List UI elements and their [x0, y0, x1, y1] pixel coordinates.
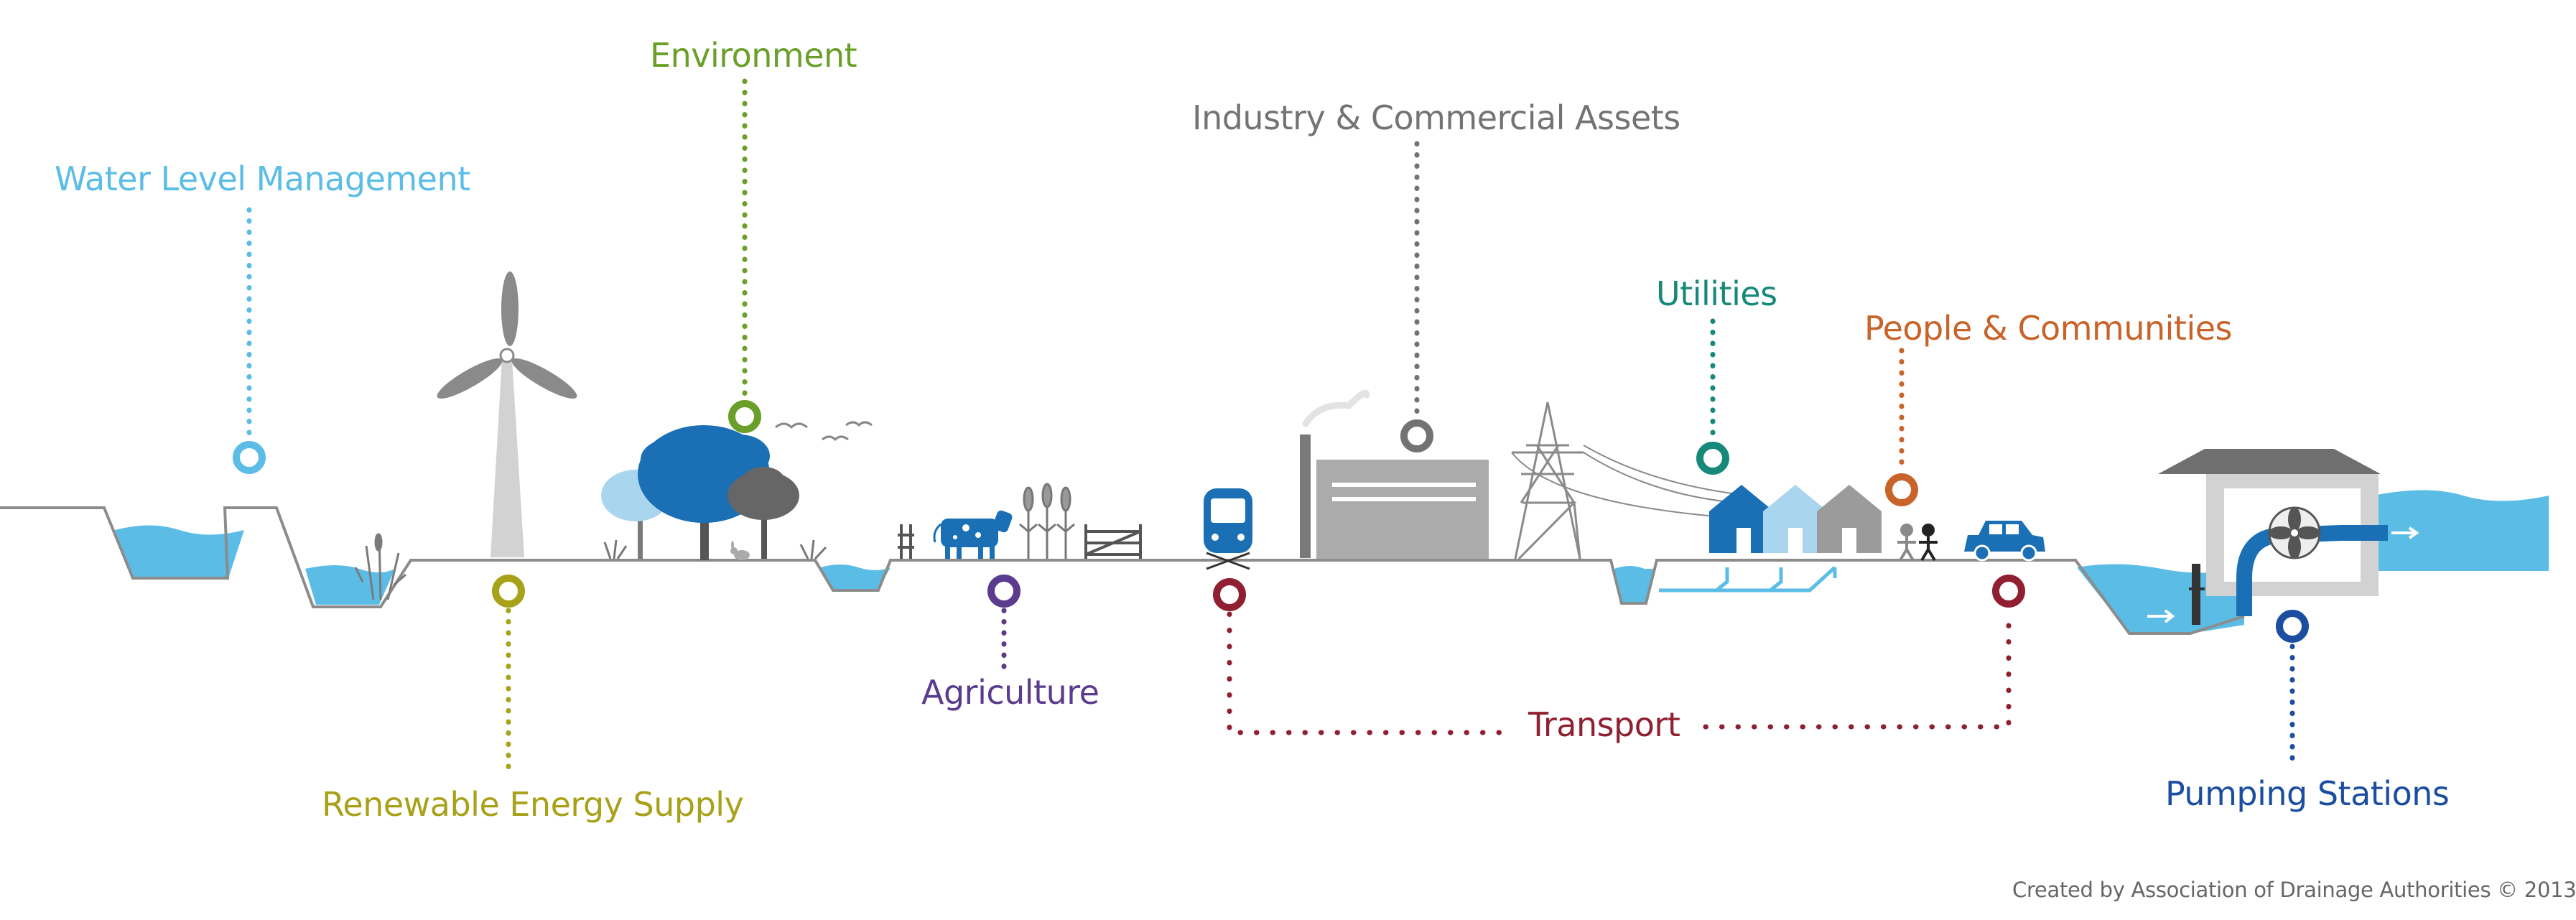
label-people-communities: People & Communities [1864, 309, 2233, 348]
people-icon [1897, 524, 1938, 562]
cow-icon [933, 510, 1013, 559]
label-transport: Transport [1528, 705, 1680, 744]
channel-water-1 [115, 525, 244, 578]
house-icon [1709, 485, 1882, 553]
train-icon [1204, 488, 1252, 570]
birds-icon [775, 421, 873, 442]
wheat-icon [1019, 483, 1075, 559]
grass-tufts [603, 539, 827, 560]
marker-transport-car [1992, 575, 2025, 608]
ditch-water-4 [1614, 566, 1654, 603]
marker-agriculture [987, 575, 1020, 608]
marker-renewable [492, 575, 525, 608]
marker-people [1885, 473, 1918, 506]
callout-line-transport-left [1227, 611, 1504, 735]
callout-line-transport-right [1703, 608, 2012, 730]
marker-transport-train [1213, 578, 1246, 611]
label-utilities: Utilities [1656, 274, 1777, 313]
marker-water-level [233, 441, 266, 474]
marker-utilities [1696, 442, 1729, 475]
reeds-icon [354, 533, 406, 600]
callouts [233, 78, 2309, 779]
marker-industry [1400, 419, 1433, 452]
credit-text: Created by Association of Drainage Autho… [2012, 878, 2576, 902]
wind-turbine-icon [437, 271, 577, 557]
label-industry-commercial-assets: Industry & Commercial Assets [1192, 98, 1680, 137]
utility-pipes [1659, 566, 1837, 593]
marker-pumping [2276, 610, 2309, 643]
ground-line [0, 506, 2245, 635]
label-environment: Environment [650, 36, 857, 75]
river-water [2373, 490, 2549, 571]
pump-inlet-water [2077, 564, 2244, 633]
fence-post-icon [898, 524, 914, 559]
factory-icon [1300, 389, 1489, 559]
label-pumping-stations: Pumping Stations [2165, 774, 2450, 813]
gate-icon [1084, 524, 1142, 559]
tree-icon [601, 425, 799, 560]
pumping-station-icon [2147, 449, 2419, 625]
marker-environment [728, 400, 761, 433]
label-renewable-energy-supply: Renewable Energy Supply [322, 785, 744, 824]
water-bodies [115, 490, 2549, 633]
ditch-water-3 [821, 564, 891, 589]
label-agriculture: Agriculture [921, 673, 1099, 712]
rabbit-icon [730, 541, 750, 560]
label-water-level-management: Water Level Management [55, 159, 470, 198]
car-icon [1964, 521, 2045, 562]
pylon-icon [1511, 401, 1749, 560]
fan-icon [2268, 506, 2321, 559]
